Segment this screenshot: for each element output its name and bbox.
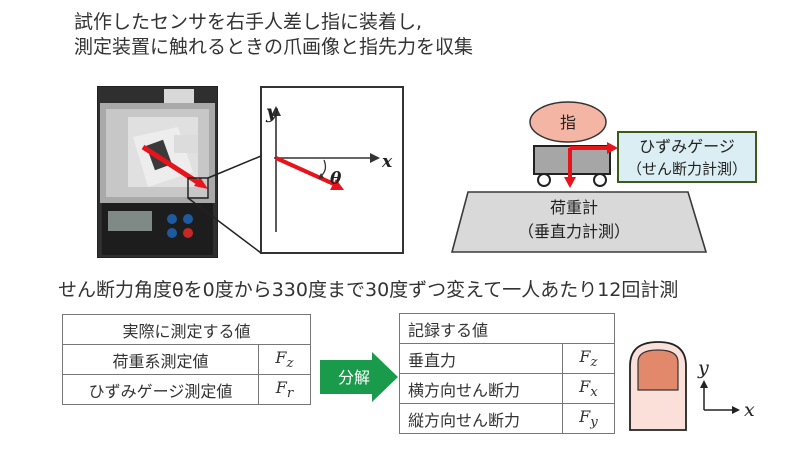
table-row: 垂直力 Fz bbox=[399, 343, 615, 374]
finger-shape bbox=[529, 101, 607, 143]
table-row: 縦方向せん断力 Fy bbox=[399, 403, 615, 434]
measurement-caption: せん断力角度θを0度から330度まで30度ずつ変えて一人あたり12回計測 bbox=[58, 279, 679, 301]
axis-inset: y x θ bbox=[260, 86, 404, 254]
table-row: 横方向せん断力 Fx bbox=[399, 373, 615, 404]
strain-label-1: ひずみゲージ bbox=[639, 137, 735, 156]
cart-wheel-right bbox=[593, 173, 607, 187]
scale-label-1: 荷重計 bbox=[550, 198, 598, 217]
down-arrowhead bbox=[564, 177, 576, 188]
table-header-row: 実際に測定する値 bbox=[62, 314, 311, 345]
recorded-row-name: 垂直力 bbox=[399, 343, 563, 374]
axis-diagram: y x θ bbox=[265, 101, 393, 232]
apparatus-photo bbox=[97, 86, 218, 258]
table-row: 荷重系測定値 Fz bbox=[62, 344, 311, 375]
x-axis-arrowhead bbox=[370, 153, 380, 163]
theta-label: θ bbox=[330, 169, 342, 189]
nail-shape bbox=[637, 349, 679, 391]
scale-label-2: （垂直力計測） bbox=[518, 222, 630, 241]
nail-y-label: y bbox=[697, 357, 709, 379]
finger-label: 指 bbox=[560, 113, 576, 132]
recorded-row-symbol: Fy bbox=[562, 403, 615, 434]
table-row: ひずみゲージ測定値 Fr bbox=[62, 374, 311, 405]
recorded-row-name: 縦方向せん断力 bbox=[399, 403, 563, 434]
right-arrowhead bbox=[607, 142, 618, 154]
strain-label-2: （せん断力計測） bbox=[627, 160, 747, 178]
table-header-row: 記録する値 bbox=[399, 313, 615, 344]
measured-row-symbol: Fr bbox=[258, 374, 311, 405]
recorded-table-header: 記録する値 bbox=[399, 313, 615, 344]
force-arrowhead bbox=[330, 179, 344, 190]
measured-values-table: 実際に測定する値 荷重系測定値 Fz ひずみゲージ測定値 Fr bbox=[62, 314, 311, 405]
fingertip-diagram: y x bbox=[629, 341, 755, 431]
strain-gauge-box bbox=[617, 131, 757, 183]
measured-table-header: 実際に測定する値 bbox=[62, 314, 311, 345]
cart-wheel-left bbox=[537, 173, 551, 187]
measured-row-name: ひずみゲージ測定値 bbox=[62, 374, 259, 405]
recorded-row-name: 横方向せん断力 bbox=[399, 373, 563, 404]
title-line-1: 試作したセンサを右手人差し指に装着し, bbox=[74, 11, 423, 33]
recorded-row-symbol: Fz bbox=[562, 343, 615, 374]
device-diagram: 荷重計 （垂直力計測） 指 ひずみゲージ （せん断力計測） bbox=[450, 101, 757, 253]
decompose-arrow: 分解 bbox=[320, 352, 398, 402]
scale-body bbox=[450, 191, 708, 253]
y-axis-label: y bbox=[265, 101, 279, 123]
decompose-label: 分解 bbox=[338, 368, 370, 387]
y-axis-arrowhead bbox=[271, 106, 281, 116]
measured-row-name: 荷重系測定値 bbox=[62, 344, 259, 375]
recorded-row-symbol: Fx bbox=[562, 373, 615, 404]
title: 試作したセンサを右手人差し指に装着し, 測定装置に触れるときの爪画像と指先力を収… bbox=[74, 10, 473, 60]
title-line-2: 測定装置に触れるときの爪画像と指先力を収集 bbox=[74, 36, 474, 58]
x-axis-label: x bbox=[381, 152, 393, 172]
measured-row-symbol: Fz bbox=[258, 344, 311, 375]
recorded-values-table: 記録する値 垂直力 Fz 横方向せん断力 Fx 縦方向せん断力 Fy bbox=[399, 313, 615, 434]
nail-x-label: x bbox=[744, 399, 755, 421]
